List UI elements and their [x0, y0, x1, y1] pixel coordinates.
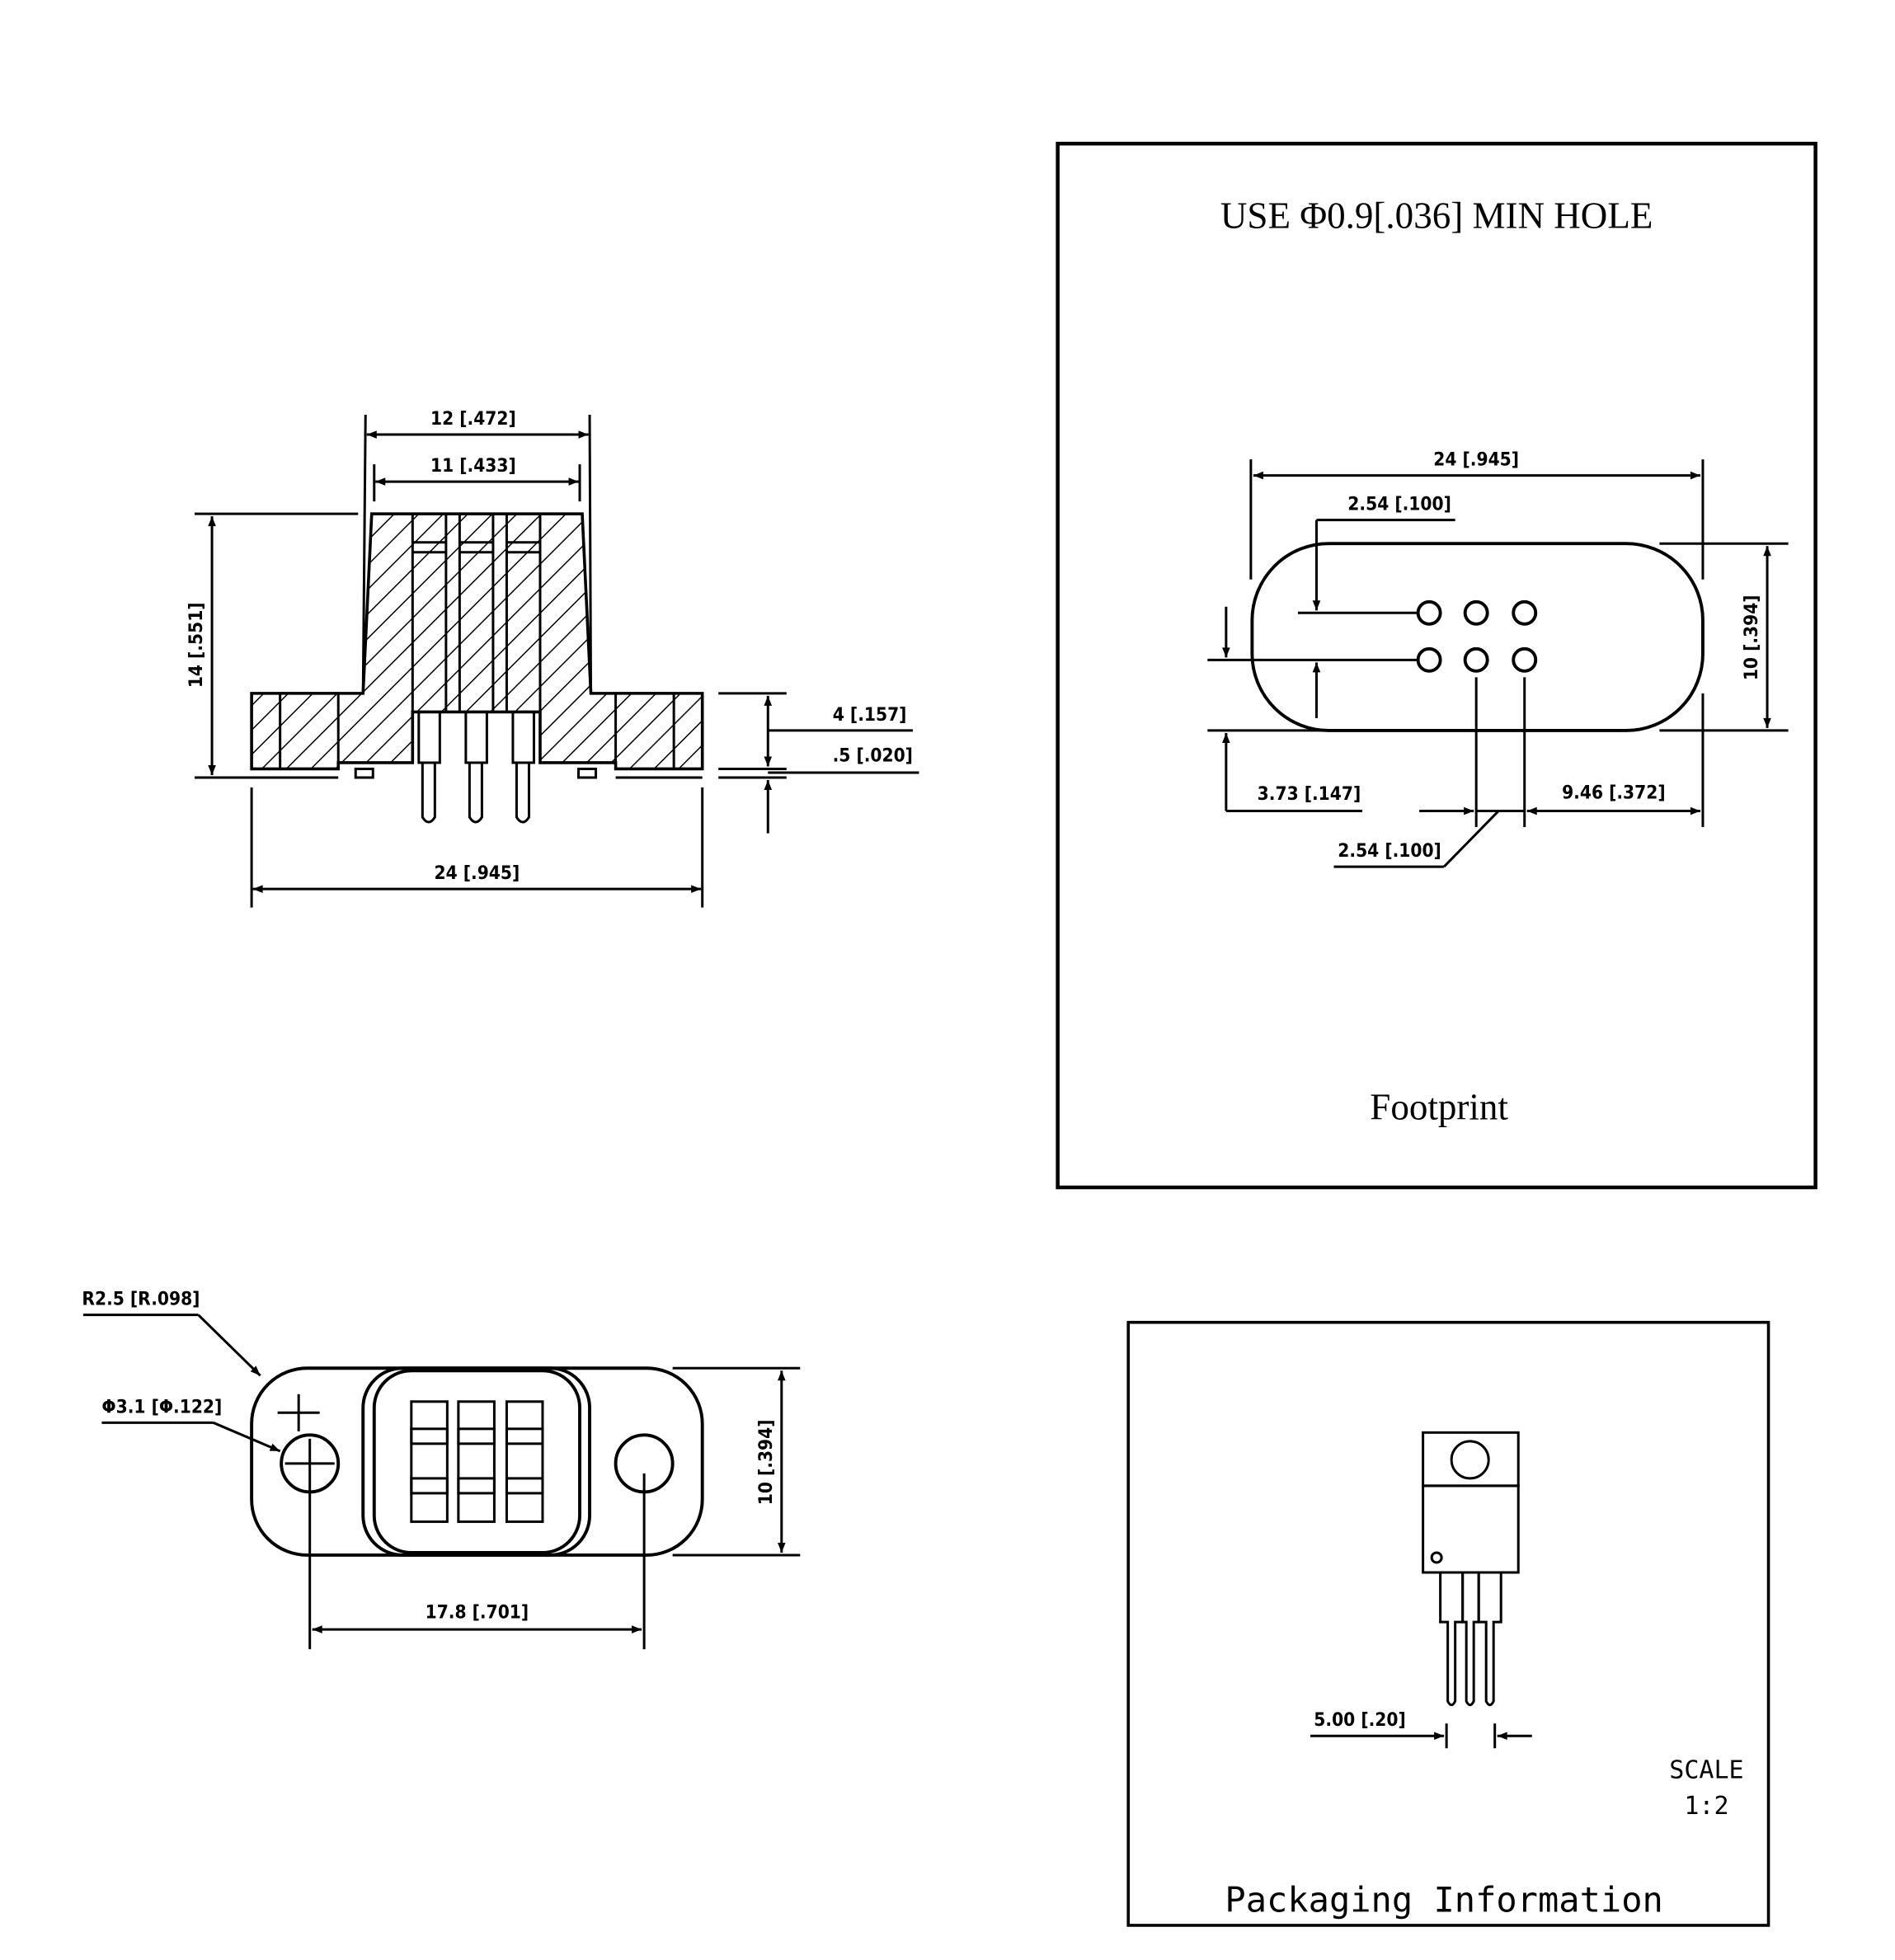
- dim-height: 14 [.551]: [186, 602, 207, 688]
- footprint-holes: [1416, 599, 1538, 673]
- dim-flange-height: 4 [.157]: [833, 704, 907, 726]
- mount-hole-right: [614, 692, 675, 770]
- fp-dim-width: 24 [.945]: [1433, 449, 1519, 471]
- dim-radius: R2.5 [R.098]: [82, 1289, 200, 1310]
- packaging-panel: 5.00 [.20] SCALE 1:2 Packaging Informati…: [1126, 1320, 1770, 1927]
- flange-outline: [250, 1366, 704, 1557]
- mount-hole-left: [279, 692, 340, 770]
- fp-dim-pitch-vertical: 2.54 [.100]: [1347, 494, 1451, 515]
- scale-value: 1:2: [1684, 1792, 1728, 1821]
- footprint-title: Footprint: [1370, 1086, 1508, 1127]
- hole-note: USE Φ0.9[.036] MIN HOLE: [1220, 195, 1653, 236]
- contact-blocks: [410, 1400, 544, 1523]
- fp-dim-pitch-horizontal: 2.54 [.100]: [1338, 840, 1441, 862]
- side-section-view: 12 [.472] 11 [.433] 14 [.551] 4 [.157] .…: [186, 408, 919, 908]
- top-dim-height: 10 [.394]: [755, 1419, 777, 1505]
- pins: [354, 762, 598, 824]
- fp-dim-offset-right: 9.46 [.372]: [1562, 783, 1666, 804]
- to220-package-icon: [1422, 1431, 1520, 1707]
- dim-width-inner: 11 [.433]: [430, 455, 516, 477]
- packaging-title: Packaging Information: [1225, 1879, 1662, 1920]
- dim-lead: 5.00 [.20]: [1314, 1709, 1405, 1731]
- fp-dim-offset-bottom: 3.73 [.147]: [1258, 783, 1361, 805]
- dim-standoff: .5 [.020]: [833, 745, 913, 766]
- scale-label: SCALE: [1669, 1756, 1743, 1784]
- fp-dim-height: 10 [.394]: [1741, 595, 1762, 680]
- footprint-outline: [1250, 542, 1705, 732]
- dim-overall-width: 24 [.945]: [435, 862, 520, 884]
- dim-hole-spacing: 17.8 [.701]: [426, 1602, 529, 1624]
- dim-width-top: 12 [.472]: [430, 408, 516, 430]
- top-view: R2.5 [R.098] Φ3.1 [Φ.122] 10 [.394] 17.8…: [82, 1289, 801, 1650]
- dim-hole: Φ3.1 [Φ.122]: [101, 1396, 222, 1417]
- contact-channels: [411, 512, 542, 764]
- footprint-panel: USE Φ0.9[.036] MIN HOLE 24 [.945] 2.54 […: [1056, 141, 1817, 1190]
